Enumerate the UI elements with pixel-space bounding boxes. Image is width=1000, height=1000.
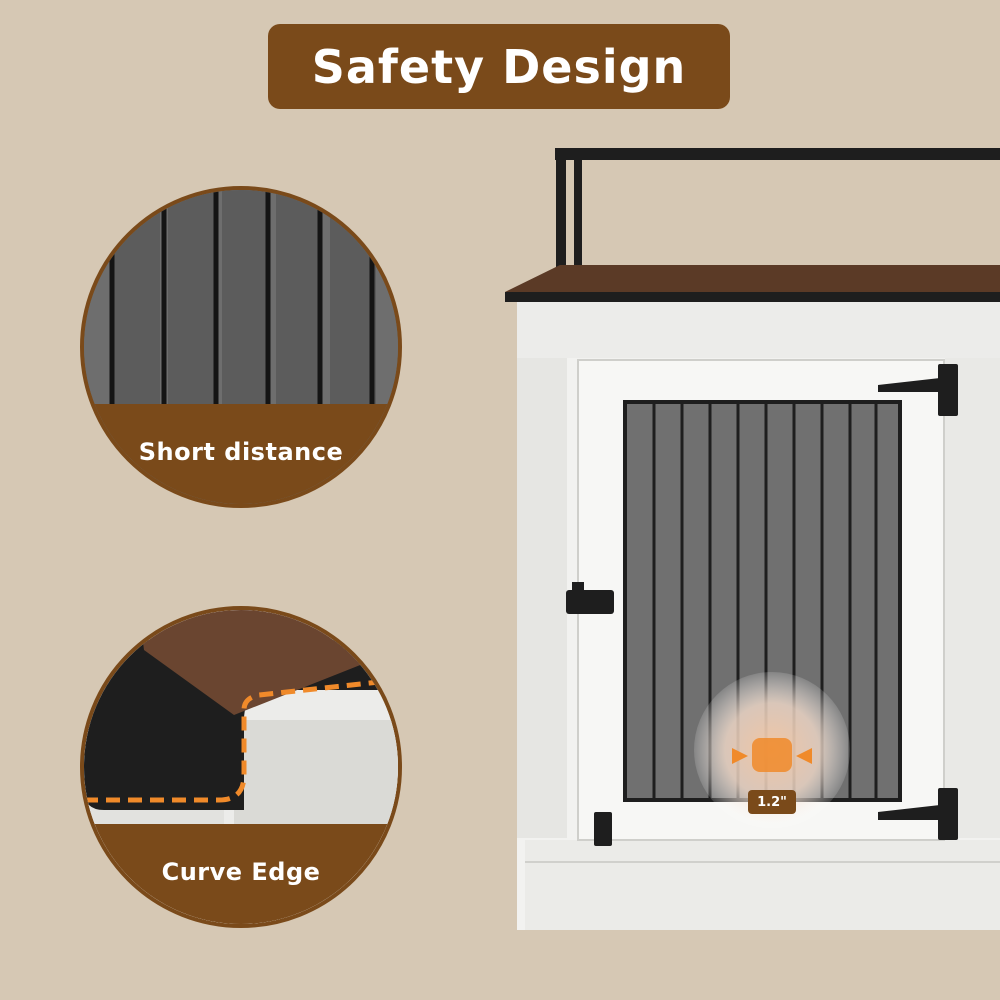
door-latch [566,582,614,846]
door-hinges [878,364,958,840]
feature-short-distance: Short distance [80,186,402,508]
gap-measurement-highlight [694,672,850,828]
title-banner: Safety Design [268,24,730,109]
feature-label: Curve Edge [161,858,321,886]
feature-label: Short distance [138,438,344,466]
gap-measurement-label: 1.2" [748,790,796,814]
feature-curve-edge: Curve Edge [80,606,402,928]
wood-tabletop [505,265,1000,302]
feature-label-band: Curve Edge [84,824,398,924]
feature-label-band: Short distance [84,404,398,504]
page-title: Safety Design [311,39,687,94]
top-railing [555,148,1000,280]
